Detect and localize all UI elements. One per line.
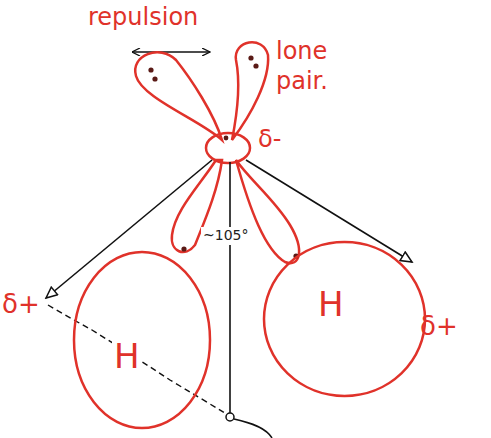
repulsion-arrow	[132, 51, 210, 52]
annotation-label: δ+	[2, 288, 40, 321]
annotation-label: δ-	[258, 124, 281, 154]
hydrogen-atom: H	[262, 240, 427, 398]
atom-outline	[72, 250, 212, 430]
annotation-label: ~105°	[201, 227, 250, 245]
atom-symbol: H	[112, 338, 142, 375]
electron-dot	[253, 63, 258, 68]
electron-dot	[152, 76, 157, 81]
hydrogen-atom: H	[72, 250, 212, 430]
bond-lobe	[236, 160, 299, 263]
lone-pair-lobe	[135, 52, 222, 140]
electron-dot	[148, 67, 153, 72]
annotation-label: repulsion	[88, 2, 198, 32]
net-dipole-line	[229, 162, 231, 413]
oxygen-atom	[206, 133, 250, 163]
dipole-end	[226, 413, 234, 421]
atom-circle	[264, 242, 425, 396]
dipole-arrow	[246, 160, 412, 262]
electron-dot	[181, 246, 186, 251]
dipole-arrow	[46, 160, 212, 298]
electron-dot	[248, 55, 253, 60]
atom-symbol: H	[316, 286, 346, 323]
electron-dot	[224, 136, 229, 141]
leader-line	[234, 419, 272, 438]
annotation-label: lone pair.	[276, 36, 354, 96]
annotation-label: δ+	[420, 310, 458, 343]
atom-circle	[74, 252, 210, 428]
